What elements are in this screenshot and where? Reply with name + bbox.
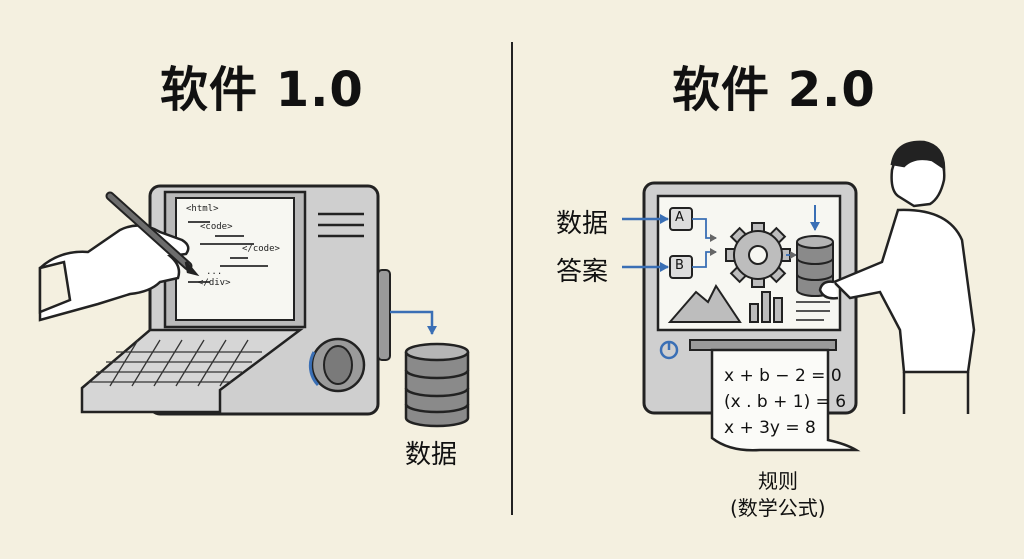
equation-line: x + 3y = 8 <box>724 418 816 438</box>
output-arrow <box>390 310 437 335</box>
code-line: <html> <box>186 204 219 214</box>
input-data-label: 数据 <box>556 209 609 239</box>
software-1-title: 软件 1.0 <box>160 62 364 118</box>
legacy-computer <box>80 184 437 416</box>
keyboard <box>80 328 304 414</box>
paper-slot <box>689 339 837 351</box>
rules-sublabel: (数学公式) <box>730 496 826 520</box>
code-line: </div> <box>198 278 231 288</box>
rules-label: 规则 <box>758 469 798 493</box>
software-2-title: 软件 2.0 <box>672 62 876 118</box>
power-dial-icon <box>659 340 679 360</box>
input-answer-label: 答案 <box>556 257 609 287</box>
bar-chart-icon <box>749 291 783 323</box>
box-a-label: A <box>675 210 684 225</box>
gear-icon <box>725 222 791 288</box>
rules-paper <box>710 348 861 452</box>
box-b-label: B <box>675 258 684 273</box>
equation-line: (x . b + 1) = 6 <box>724 392 847 412</box>
database-label: 数据 <box>405 440 458 470</box>
code-line: </code> <box>242 244 280 254</box>
equation-line: x + b − 2 = 0 <box>724 366 842 386</box>
writing-hand-icon <box>38 191 200 322</box>
mountain-chart-icon <box>667 284 742 323</box>
database-icon <box>404 342 470 428</box>
person-icon <box>818 140 976 414</box>
code-line: <code> <box>200 222 233 232</box>
code-line: ... <box>206 267 223 277</box>
